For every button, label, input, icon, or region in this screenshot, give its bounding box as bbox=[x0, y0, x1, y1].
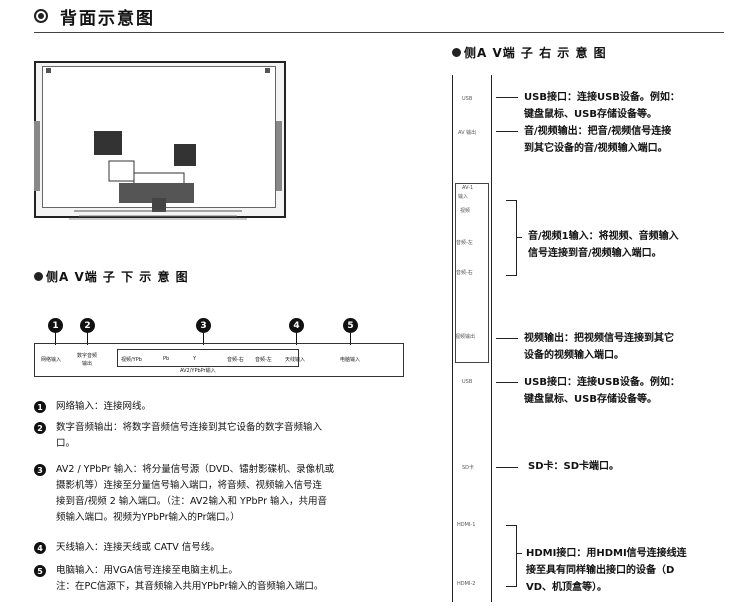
side-label-hdmi-1: HDMI-1 bbox=[457, 522, 476, 528]
bracket-av-in bbox=[506, 200, 517, 276]
desc-digital-audio-line-2: 口。 bbox=[56, 438, 76, 449]
marker-line-4 bbox=[296, 333, 297, 345]
desc-pc: 电脑输入：用VGA信号连接至电脑主机上。 注：在PC信源下，其音频输入共用YPb… bbox=[56, 563, 323, 595]
port-pc: 电脑输入 bbox=[340, 357, 361, 363]
side-label-hdmi-2: HDMI-2 bbox=[457, 581, 476, 587]
desc-hdmi-line-1: HDMI接口：用HDMI信号连接线连 bbox=[526, 548, 687, 559]
desc-av2: AV2 / YPbPr 输入：将分量信号源（DVD、镭射影碟机、录像机或 摄影机… bbox=[56, 462, 334, 526]
connector-usb-1 bbox=[496, 97, 518, 98]
desc-av-in: 音/视频1输入：将视频、音频输入 信号连接到音/视频输入端口。 bbox=[528, 228, 679, 262]
marker-line-2 bbox=[87, 333, 88, 345]
desc-antenna-line-1: 天线输入：连接天线或 CATV 信号线。 bbox=[56, 542, 220, 553]
desc-av2-line-1: AV2 / YPbPr 输入：将分量信号源（DVD、镭射影碟机、录像机或 bbox=[56, 464, 335, 475]
port-y: Y bbox=[193, 356, 197, 362]
desc-hdmi-line-3: VD、机顶盒等）。 bbox=[526, 582, 608, 593]
marker-2: 2 bbox=[80, 318, 95, 333]
desc-num-2: 2 bbox=[34, 422, 46, 434]
port-audio-left: 音频-左 bbox=[255, 357, 272, 363]
av2-group-box bbox=[117, 349, 299, 367]
desc-num-5: 5 bbox=[34, 565, 46, 577]
side-label-input: 输入 bbox=[458, 194, 469, 200]
desc-av2-line-3: 接到音/视频 2 输入端口。（注：AV2输入和 YPbPr 输入，共用音 bbox=[56, 496, 328, 507]
desc-usb-2-line-1: USB接口：连接USB设备。例如： bbox=[524, 377, 680, 388]
side-right-title: 侧A V端 子 右 示 意 图 bbox=[464, 46, 607, 60]
port-pb: Pb bbox=[163, 356, 170, 362]
desc-video-out-line-1: 视频输出：把视频信号连接到其它 bbox=[524, 333, 674, 344]
section-bullet-icon bbox=[34, 272, 43, 281]
desc-hdmi-line-2: 接至具有同样输出接口的设备（D bbox=[526, 565, 675, 576]
desc-pc-line-2: 注：在PC信源下，其音频输入共用YPbPr输入的音频输入端口。 bbox=[56, 581, 324, 592]
side-label-audio-left: 音频-左 bbox=[456, 240, 473, 246]
desc-network-line-1: 网络输入：连接网线。 bbox=[56, 401, 152, 412]
header-divider bbox=[34, 32, 724, 33]
side-label-usb-2: USB bbox=[462, 379, 473, 385]
tv-back-illustration bbox=[34, 68, 282, 220]
desc-usb-2-line-2: 键盘鼠标、USB存储设备等。 bbox=[524, 394, 657, 405]
connector-usb-2 bbox=[496, 382, 518, 383]
desc-av2-line-4: 频输入端口。视频为YPbPr输入的Pr端口。） bbox=[56, 512, 240, 523]
marker-1: 1 bbox=[48, 318, 63, 333]
desc-av-in-line-1: 音/视频1输入：将视频、音频输入 bbox=[528, 231, 679, 242]
desc-pc-line-1: 电脑输入：用VGA信号连接至电脑主机上。 bbox=[56, 565, 238, 576]
side-label-av-out: AV 输出 bbox=[458, 130, 477, 136]
connector-video-out bbox=[496, 338, 518, 339]
connector-hdmi bbox=[516, 553, 522, 554]
side-port-strip: USB AV 输出 AV-1 输入 视频 音频-左 音频-右 视频输出 USB … bbox=[452, 75, 492, 602]
page-title: 背面示意图 bbox=[60, 9, 155, 29]
desc-digital-audio: 数字音频输出：将数字音频信号连接到其它设备的数字音频输入 口。 bbox=[56, 420, 322, 452]
desc-av-in-line-2: 信号连接到音/视频输入端口。 bbox=[528, 248, 662, 259]
desc-hdmi: HDMI接口：用HDMI信号连接线连 接至具有同样输出接口的设备（D VD、机顶… bbox=[526, 545, 687, 596]
side-bottom-title: 侧A V端 子 下 示 意 图 bbox=[46, 270, 189, 284]
desc-av-out: 音/视频输出：把音/视频信号连接 到其它设备的音/视频输入端口。 bbox=[524, 123, 671, 157]
desc-usb-2: USB接口：连接USB设备。例如： 键盘鼠标、USB存储设备等。 bbox=[524, 374, 680, 408]
marker-3: 3 bbox=[196, 318, 211, 333]
port-video-ypb: 视频/YPb bbox=[121, 357, 142, 363]
bottom-port-panel: 网络输入 数字音频 输出 视频/YPb Pb Y 音频-右 音频-左 天线输入 … bbox=[34, 343, 404, 377]
side-label-usb-1: USB bbox=[462, 96, 473, 102]
port-digital-audio: 数字音频 bbox=[77, 353, 98, 359]
port-av2-label: AV2/YPbPr输入 bbox=[180, 368, 216, 374]
desc-video-out: 视频输出：把视频信号连接到其它 设备的视频输入端口。 bbox=[524, 330, 674, 364]
desc-usb-1-line-2: 键盘鼠标、USB存储设备等。 bbox=[524, 109, 657, 120]
desc-usb-1: USB接口：连接USB设备。例如： 键盘鼠标、USB存储设备等。 bbox=[524, 89, 680, 123]
bracket-hdmi bbox=[506, 525, 517, 587]
side-label-audio-right: 音频-右 bbox=[456, 270, 473, 276]
av1-group-box bbox=[455, 183, 489, 363]
header-bullet-icon bbox=[34, 9, 48, 23]
marker-line-5 bbox=[350, 333, 351, 345]
side-label-video: 视频 bbox=[460, 208, 471, 214]
desc-antenna: 天线输入：连接天线或 CATV 信号线。 bbox=[56, 540, 220, 556]
desc-num-4: 4 bbox=[34, 542, 46, 554]
desc-av2-line-2: 摄影机等）连接至分量信号输入端口，将音频、视频输入信号连 bbox=[56, 480, 323, 491]
port-network: 网络输入 bbox=[41, 357, 62, 363]
desc-num-1: 1 bbox=[34, 401, 46, 413]
port-digital-audio-2: 输出 bbox=[82, 361, 93, 367]
marker-5: 5 bbox=[343, 318, 358, 333]
marker-4: 4 bbox=[289, 318, 304, 333]
marker-line-3 bbox=[203, 333, 204, 345]
desc-sd: SD卡：SD卡端口。 bbox=[528, 461, 620, 472]
desc-num-3: 3 bbox=[34, 464, 46, 476]
port-audio-right: 音频-右 bbox=[227, 357, 244, 363]
section-bullet-icon-right bbox=[452, 48, 461, 57]
desc-video-out-line-2: 设备的视频输入端口。 bbox=[524, 350, 624, 361]
side-label-av1: AV-1 bbox=[462, 185, 474, 191]
desc-av-out-line-2: 到其它设备的音/视频输入端口。 bbox=[524, 143, 668, 154]
side-label-video-out: 视频输出 bbox=[455, 334, 476, 340]
connector-av-out bbox=[496, 131, 518, 132]
connector-av-in bbox=[516, 237, 522, 238]
desc-usb-1-line-1: USB接口：连接USB设备。例如： bbox=[524, 92, 680, 103]
marker-line-1 bbox=[55, 333, 56, 345]
connector-sd bbox=[496, 467, 518, 468]
port-antenna: 天线输入 bbox=[285, 357, 306, 363]
desc-av-out-line-1: 音/视频输出：把音/视频信号连接 bbox=[524, 126, 672, 137]
desc-digital-audio-line-1: 数字音频输出：将数字音频信号连接到其它设备的数字音频输入 bbox=[56, 422, 323, 433]
side-label-sd: SD卡 bbox=[462, 465, 475, 471]
desc-network: 网络输入：连接网线。 bbox=[56, 399, 151, 415]
